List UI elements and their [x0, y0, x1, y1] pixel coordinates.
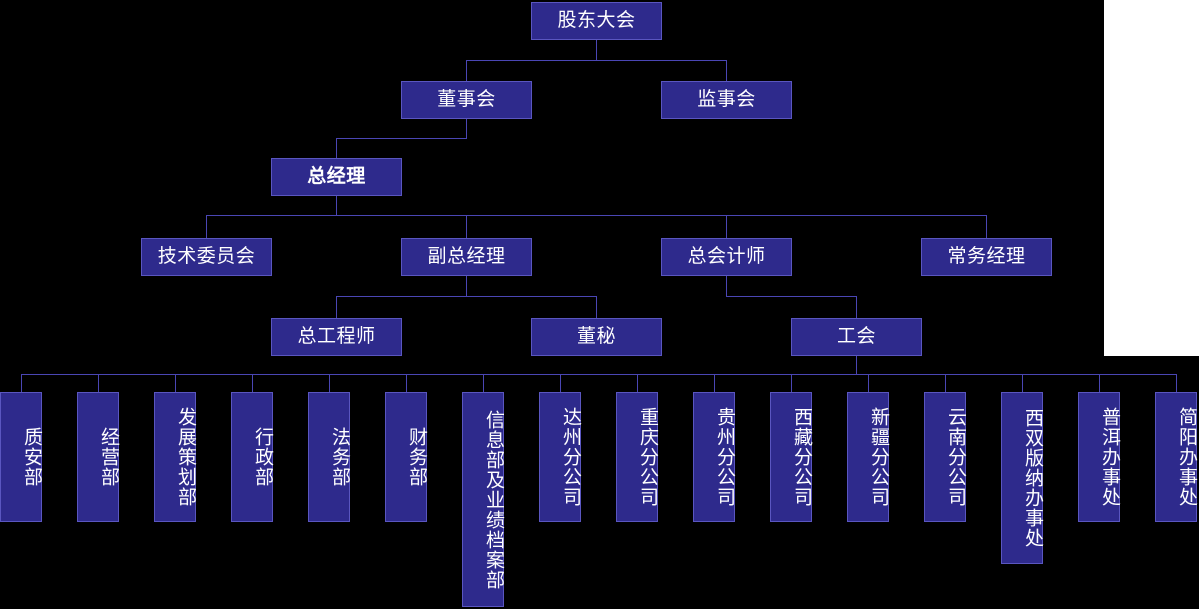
org-node-label: 简阳办事处	[1176, 407, 1198, 507]
connector-line	[466, 60, 467, 81]
org-node-label: 新疆分公司	[868, 407, 890, 507]
org-node[interactable]: 普洱办事处	[1078, 392, 1121, 522]
connector-line	[856, 356, 857, 374]
org-node[interactable]: 新疆分公司	[847, 392, 890, 522]
org-node[interactable]: 总会计师	[661, 238, 792, 276]
org-node[interactable]: 经营部	[77, 392, 120, 522]
org-node-label: 财务部	[406, 427, 428, 487]
org-node-label: 贵州分公司	[714, 407, 736, 507]
org-node[interactable]: 重庆分公司	[616, 392, 659, 522]
connector-line	[336, 296, 337, 318]
connector-line	[466, 60, 727, 61]
org-node[interactable]: 股东大会	[531, 2, 662, 40]
connector-line	[206, 215, 207, 238]
connector-line	[336, 196, 337, 216]
org-node-label: 信息部及业绩档案部	[483, 409, 505, 590]
connector-line	[726, 276, 727, 296]
org-node[interactable]: 质安部	[0, 392, 43, 522]
connector-line	[1022, 374, 1023, 392]
org-node[interactable]: 工会	[791, 318, 922, 356]
org-node-label: 总工程师	[297, 325, 376, 348]
connector-line	[21, 374, 1176, 375]
org-node[interactable]: 监事会	[661, 81, 792, 119]
connector-line	[466, 215, 467, 238]
org-node-label: 西双版纳办事处	[1022, 408, 1044, 548]
org-node[interactable]: 常务经理	[921, 238, 1052, 276]
connector-line	[726, 60, 727, 81]
org-node[interactable]: 云南分公司	[924, 392, 967, 522]
org-node[interactable]: 总工程师	[271, 318, 402, 356]
connector-line	[714, 374, 715, 392]
org-node-label: 董事会	[437, 88, 496, 111]
connector-line	[945, 374, 946, 392]
org-node-label: 常务经理	[947, 245, 1026, 268]
org-node-label: 质安部	[21, 427, 43, 487]
org-node-label: 股东大会	[557, 9, 636, 32]
org-node[interactable]: 发展策划部	[154, 392, 197, 522]
org-node-label: 法务部	[329, 427, 351, 487]
connector-line	[483, 374, 484, 392]
connector-line	[856, 296, 857, 318]
org-node[interactable]: 行政部	[231, 392, 274, 522]
org-node-label: 总经理	[307, 165, 366, 188]
connector-line	[406, 374, 407, 392]
org-node[interactable]: 西双版纳办事处	[1001, 392, 1044, 564]
org-node-label: 经营部	[98, 427, 120, 487]
org-node-label: 普洱办事处	[1099, 407, 1121, 507]
connector-line	[596, 40, 597, 61]
org-node-label: 工会	[836, 325, 876, 348]
connector-line	[336, 296, 597, 297]
org-node-label: 云南分公司	[945, 407, 967, 507]
org-node[interactable]: 副总经理	[401, 238, 532, 276]
org-node[interactable]: 财务部	[385, 392, 428, 522]
org-node-label: 发展策划部	[175, 407, 197, 507]
connector-line	[1176, 374, 1177, 392]
connector-line	[560, 374, 561, 392]
connector-line	[175, 374, 176, 392]
connector-line	[336, 138, 467, 139]
connector-line	[596, 296, 597, 318]
connector-line	[21, 374, 22, 392]
connector-line	[466, 276, 467, 296]
org-node[interactable]: 西藏分公司	[770, 392, 813, 522]
org-node-label: 重庆分公司	[637, 407, 659, 507]
connector-line	[206, 215, 987, 216]
connector-line	[1099, 374, 1100, 392]
org-node-label: 副总经理	[427, 245, 506, 268]
org-node-label: 西藏分公司	[791, 407, 813, 507]
org-node[interactable]: 达州分公司	[539, 392, 582, 522]
org-node-label: 总会计师	[687, 245, 766, 268]
connector-line	[726, 215, 727, 238]
org-node[interactable]: 董事会	[401, 81, 532, 119]
org-node[interactable]: 简阳办事处	[1155, 392, 1198, 522]
connector-line	[466, 119, 467, 139]
org-node[interactable]: 法务部	[308, 392, 351, 522]
connector-line	[986, 215, 987, 238]
connector-line	[791, 374, 792, 392]
blank-panel	[1104, 0, 1199, 356]
connector-line	[726, 296, 857, 297]
org-node-label: 监事会	[697, 88, 756, 111]
connector-line	[336, 138, 337, 158]
org-node-label: 董秘	[576, 325, 616, 348]
org-node[interactable]: 董秘	[531, 318, 662, 356]
org-node[interactable]: 贵州分公司	[693, 392, 736, 522]
org-node[interactable]: 总经理	[271, 158, 402, 196]
connector-line	[252, 374, 253, 392]
org-node[interactable]: 信息部及业绩档案部	[462, 392, 505, 607]
connector-line	[868, 374, 869, 392]
org-node-label: 行政部	[252, 427, 274, 487]
org-node-label: 技术委员会	[157, 245, 256, 268]
connector-line	[98, 374, 99, 392]
connector-line	[637, 374, 638, 392]
connector-line	[329, 374, 330, 392]
org-node[interactable]: 技术委员会	[141, 238, 272, 276]
org-node-label: 达州分公司	[560, 407, 582, 507]
